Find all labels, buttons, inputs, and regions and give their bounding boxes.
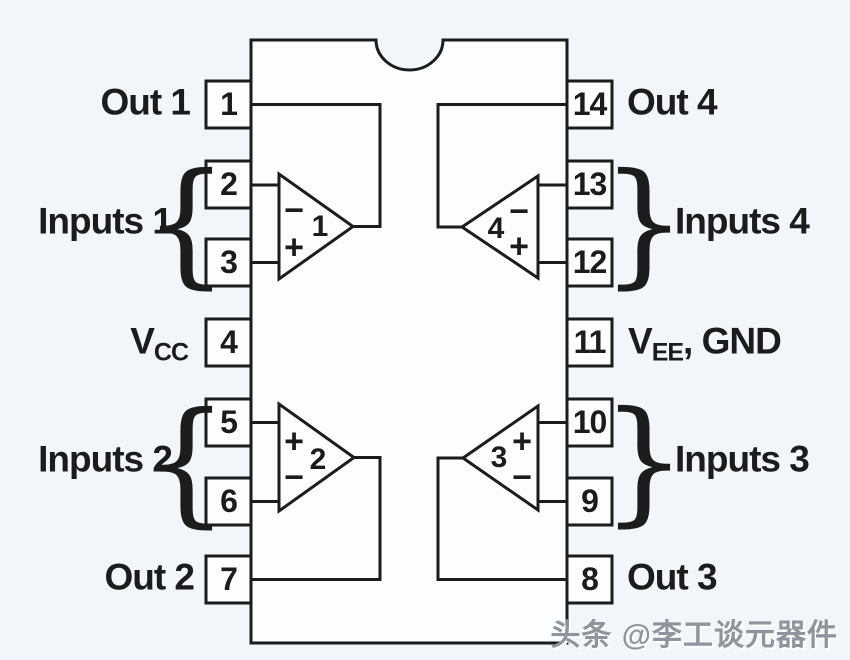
label-inputs-4: Inputs 4: [675, 200, 810, 242]
watermark-text: 头条 @李工谈元器件: [550, 619, 838, 652]
pin-1-number: 1: [220, 86, 238, 122]
opamp-4-noninverting-sign: +: [509, 227, 529, 266]
pin-7-number: 7: [220, 561, 238, 597]
label-out-2: Out 2: [104, 556, 195, 598]
label-out-1: Out 1: [100, 81, 191, 123]
pin-14-box: [565, 79, 614, 130]
pin-13-number: 13: [572, 166, 608, 202]
vcc-base: V: [130, 320, 155, 362]
opamp-2-noninverting-sign: +: [284, 422, 304, 461]
opamp-2-number: 2: [309, 443, 327, 476]
label-inputs-3: Inputs 3: [675, 438, 810, 480]
internal-wires: [251, 103, 567, 581]
pin-8-number: 8: [581, 561, 599, 597]
pin-5-box: [204, 397, 253, 448]
vee-suffix: , GND: [683, 320, 782, 362]
opamp-1-number: 1: [311, 210, 329, 243]
brace-inputs-3: }: [601, 382, 687, 540]
pin-12-number: 12: [572, 244, 608, 280]
wire-opamp1-out-pin1: [251, 103, 382, 228]
pin-5-number: 5: [220, 404, 238, 440]
opamp-2-inverting-sign: −: [284, 458, 304, 497]
opamp-triangles: [277, 171, 540, 514]
pin-7-box: [204, 554, 253, 605]
wire-opamp2-out-pin7: [251, 456, 382, 581]
pin-9-number: 9: [581, 483, 599, 519]
pin-11-box: [565, 317, 614, 368]
pin-2-box: [204, 159, 253, 210]
pin-1-box: [204, 79, 253, 130]
brace-inputs-1: {: [143, 144, 229, 302]
pin-12-box: [565, 237, 614, 288]
pin-14-number: 14: [572, 86, 608, 122]
ic-body-outline: [249, 38, 569, 645]
pin-10-box: [565, 397, 614, 448]
pin-4-box: [204, 317, 253, 368]
label-inputs-2: Inputs 2: [38, 438, 173, 480]
opamp-4-triangle: [459, 173, 540, 281]
pin-boxes: [204, 79, 614, 605]
opamp-1-inverting-sign: −: [284, 191, 304, 230]
label-inputs-1: Inputs 1: [38, 200, 173, 242]
label-vee-gnd: VEE, GND: [628, 320, 782, 366]
opamp-4-number: 4: [487, 212, 505, 245]
opamp-4-inverting-sign: −: [509, 192, 529, 231]
pin-6-number: 6: [220, 483, 238, 519]
pin-9-box: [565, 476, 614, 527]
label-out-3: Out 3: [627, 556, 718, 598]
opamp-2-triangle: [277, 401, 357, 514]
pin-3-number: 3: [220, 244, 238, 280]
brace-inputs-2: {: [143, 383, 229, 541]
pin-11-number: 11: [573, 324, 607, 360]
opamp-3-triangle: [460, 403, 540, 513]
wire-opamp3-out-pin8: [436, 456, 567, 581]
pin-4-number: 4: [220, 324, 238, 360]
vee-subscript: EE: [651, 338, 684, 367]
opamp-3-number: 3: [490, 441, 508, 474]
opamp-1-triangle: [277, 171, 356, 282]
pin-6-box: [204, 476, 253, 527]
pin-8-box: [565, 554, 614, 605]
opamp-3-inverting-sign: −: [512, 458, 532, 497]
wire-opamp4-out-pin14: [436, 103, 567, 229]
pin-10-number: 10: [572, 404, 608, 440]
vee-base: V: [628, 320, 653, 362]
vcc-subscript: CC: [153, 338, 189, 367]
opamp-1-noninverting-sign: +: [284, 228, 304, 267]
pin-3-box: [204, 237, 253, 288]
opamp-3-noninverting-sign: +: [512, 422, 532, 461]
pin-2-number: 2: [220, 166, 238, 202]
pin-13-box: [565, 159, 614, 210]
label-out-4: Out 4: [627, 81, 718, 123]
brace-inputs-4: }: [601, 144, 687, 302]
label-vcc: VCC: [130, 320, 189, 366]
